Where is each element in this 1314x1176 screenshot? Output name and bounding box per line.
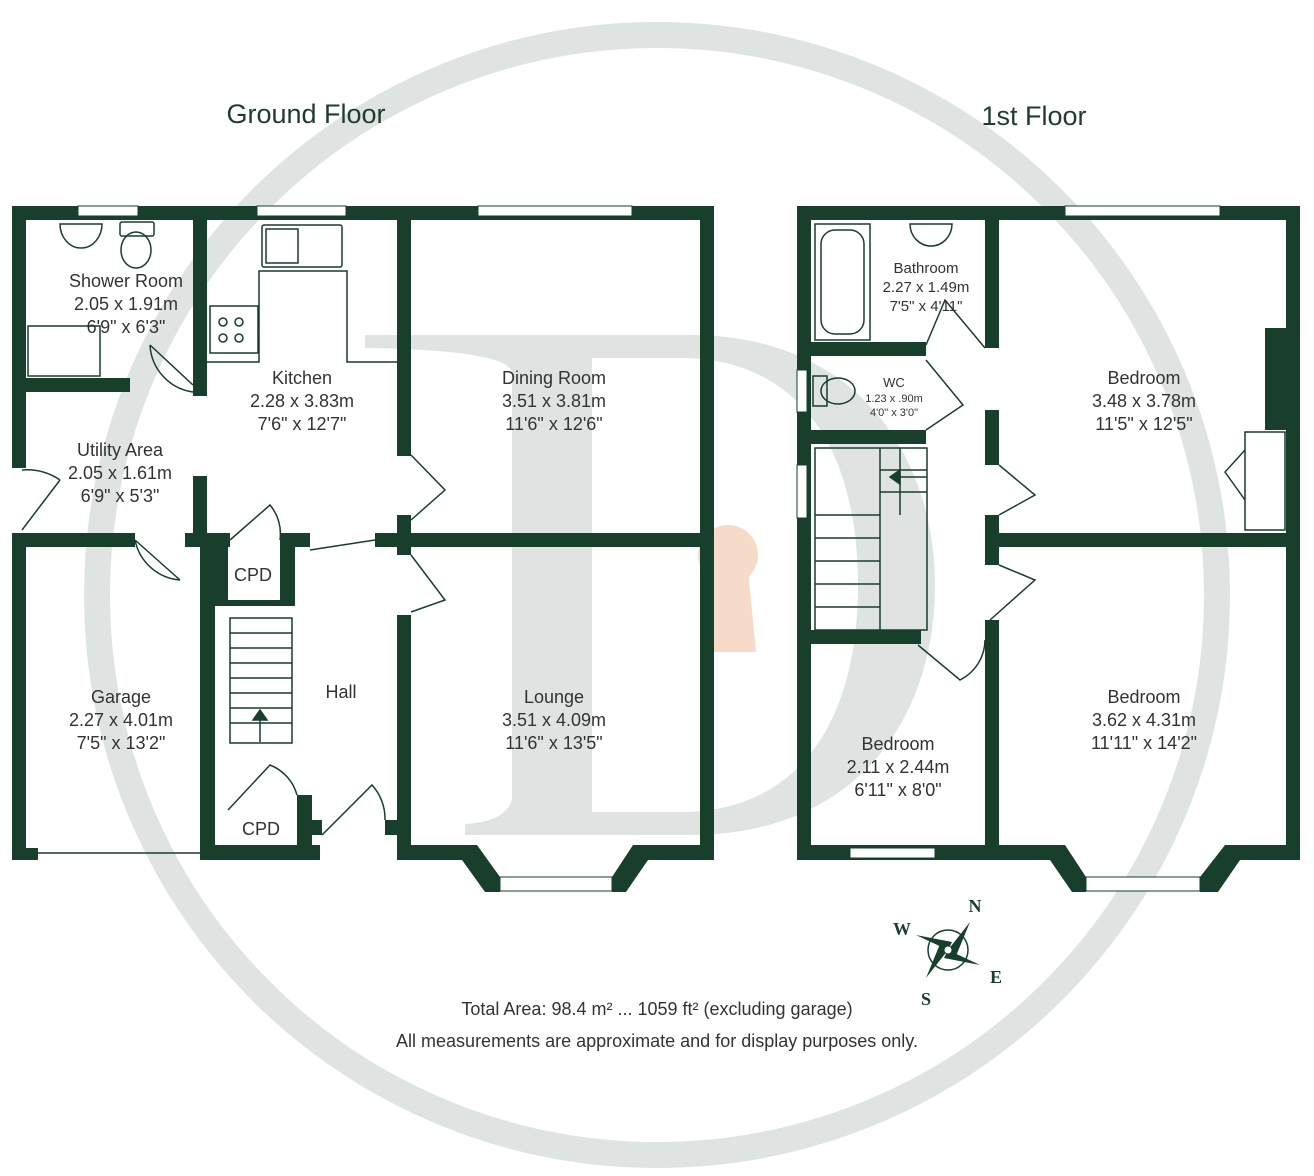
svg-text:Dining Room: Dining Room	[502, 368, 606, 388]
svg-text:7'5" x 13'2": 7'5" x 13'2"	[77, 733, 166, 753]
bath-icon	[814, 223, 871, 341]
room-utility: Utility Area 2.05 x 1.61m 6'9" x 5'3"	[68, 440, 172, 506]
svg-text:7'5" x 4'11": 7'5" x 4'11"	[890, 298, 963, 315]
sink-icon	[261, 224, 343, 268]
first-floor-title: 1st Floor	[981, 101, 1086, 131]
shower-tray-icon	[27, 325, 101, 377]
stairs	[229, 617, 293, 744]
svg-text:2.27 x 4.01m: 2.27 x 4.01m	[69, 710, 173, 730]
room-cpd: CPD	[234, 565, 272, 585]
room-garage: Garage 2.27 x 4.01m 7'5" x 13'2"	[69, 687, 173, 753]
svg-text:Shower Room: Shower Room	[69, 271, 183, 291]
svg-text:Bedroom: Bedroom	[861, 734, 934, 754]
svg-text:2.05 x 1.91m: 2.05 x 1.91m	[74, 294, 178, 314]
svg-text:Garage: Garage	[91, 687, 151, 707]
svg-text:Lounge: Lounge	[524, 687, 584, 707]
basin-icon	[909, 223, 953, 247]
total-area: Total Area: 98.4 m² ... 1059 ft² (exclud…	[461, 999, 852, 1019]
svg-text:2.05 x 1.61m: 2.05 x 1.61m	[68, 463, 172, 483]
cupboard	[1244, 431, 1286, 531]
room-shower: Shower Room 2.05 x 1.91m 6'9" x 6'3"	[69, 271, 183, 337]
compass-e: E	[990, 967, 1002, 987]
door-swings	[917, 298, 1246, 681]
room-kitchen: Kitchen 2.28 x 3.83m 7'6" x 12'7"	[250, 368, 354, 434]
watermark-logo	[84, 22, 1230, 1168]
svg-text:3.51 x 4.09m: 3.51 x 4.09m	[502, 710, 606, 730]
svg-text:6'9" x 6'3": 6'9" x 6'3"	[87, 317, 166, 337]
compass-icon: N E S W	[893, 896, 1002, 1009]
room-bedroom-1: Bedroom 3.48 x 3.78m 11'5" x 12'5"	[1092, 368, 1196, 434]
svg-text:2.11 x 2.44m: 2.11 x 2.44m	[847, 757, 950, 777]
compass-s: S	[921, 989, 931, 1009]
compass-n: N	[969, 896, 982, 916]
svg-text:Bathroom: Bathroom	[893, 260, 958, 277]
hob-icon	[209, 305, 259, 354]
room-wc: WC 1.23 x .90m 4'0" x 3'0"	[865, 375, 922, 419]
room-bathroom: Bathroom 2.27 x 1.49m 7'5" x 4'11"	[883, 260, 970, 315]
svg-text:Utility Area: Utility Area	[77, 440, 164, 460]
svg-text:1.23 x .90m: 1.23 x .90m	[865, 393, 922, 405]
svg-text:WC: WC	[883, 375, 905, 390]
svg-text:Kitchen: Kitchen	[272, 368, 332, 388]
stairs	[814, 447, 928, 631]
toilet-icon	[119, 221, 155, 237]
room-hall: Hall	[325, 682, 356, 702]
svg-text:11'11" x 14'2": 11'11" x 14'2"	[1091, 733, 1197, 753]
ground-floor-fixtures	[21, 221, 447, 836]
svg-text:11'5" x 12'5": 11'5" x 12'5"	[1095, 414, 1192, 434]
svg-text:2.27 x 1.49m: 2.27 x 1.49m	[883, 279, 970, 296]
room-dining: Dining Room 3.51 x 3.81m 11'6" x 12'6"	[502, 368, 606, 434]
svg-text:3.62 x 4.31m: 3.62 x 4.31m	[1092, 710, 1196, 730]
room-bedroom-2: Bedroom 2.11 x 2.44m 6'11" x 8'0"	[847, 734, 950, 800]
ground-floor-walls	[12, 205, 714, 892]
svg-text:11'6" x 12'6": 11'6" x 12'6"	[505, 414, 602, 434]
first-floor-walls	[796, 205, 1300, 892]
room-lounge: Lounge 3.51 x 4.09m 11'6" x 13'5"	[502, 687, 606, 753]
svg-text:3.48 x 3.78m: 3.48 x 3.78m	[1092, 391, 1196, 411]
room-bedroom-3: Bedroom 3.62 x 4.31m 11'11" x 14'2"	[1091, 687, 1197, 753]
svg-text:7'6" x 12'7": 7'6" x 12'7"	[258, 414, 347, 434]
svg-text:6'9" x 5'3": 6'9" x 5'3"	[81, 486, 160, 506]
toilet-icon	[812, 375, 828, 407]
first-floor-fixtures	[812, 223, 1286, 681]
svg-text:3.51 x 3.81m: 3.51 x 3.81m	[502, 391, 606, 411]
svg-text:11'6" x 13'5": 11'6" x 13'5"	[505, 733, 602, 753]
room-cpd: CPD	[242, 819, 280, 839]
basin-icon	[59, 223, 103, 249]
svg-text:2.28 x 3.83m: 2.28 x 3.83m	[250, 391, 354, 411]
svg-text:Bedroom: Bedroom	[1107, 368, 1180, 388]
ground-floor-title: Ground Floor	[226, 99, 385, 129]
disclaimer: All measurements are approximate and for…	[396, 1031, 918, 1051]
svg-text:Bedroom: Bedroom	[1107, 687, 1180, 707]
svg-text:6'11" x 8'0": 6'11" x 8'0"	[854, 780, 941, 800]
svg-text:4'0" x 3'0": 4'0" x 3'0"	[870, 407, 918, 419]
door-swings	[21, 344, 447, 836]
compass-w: W	[893, 919, 911, 939]
